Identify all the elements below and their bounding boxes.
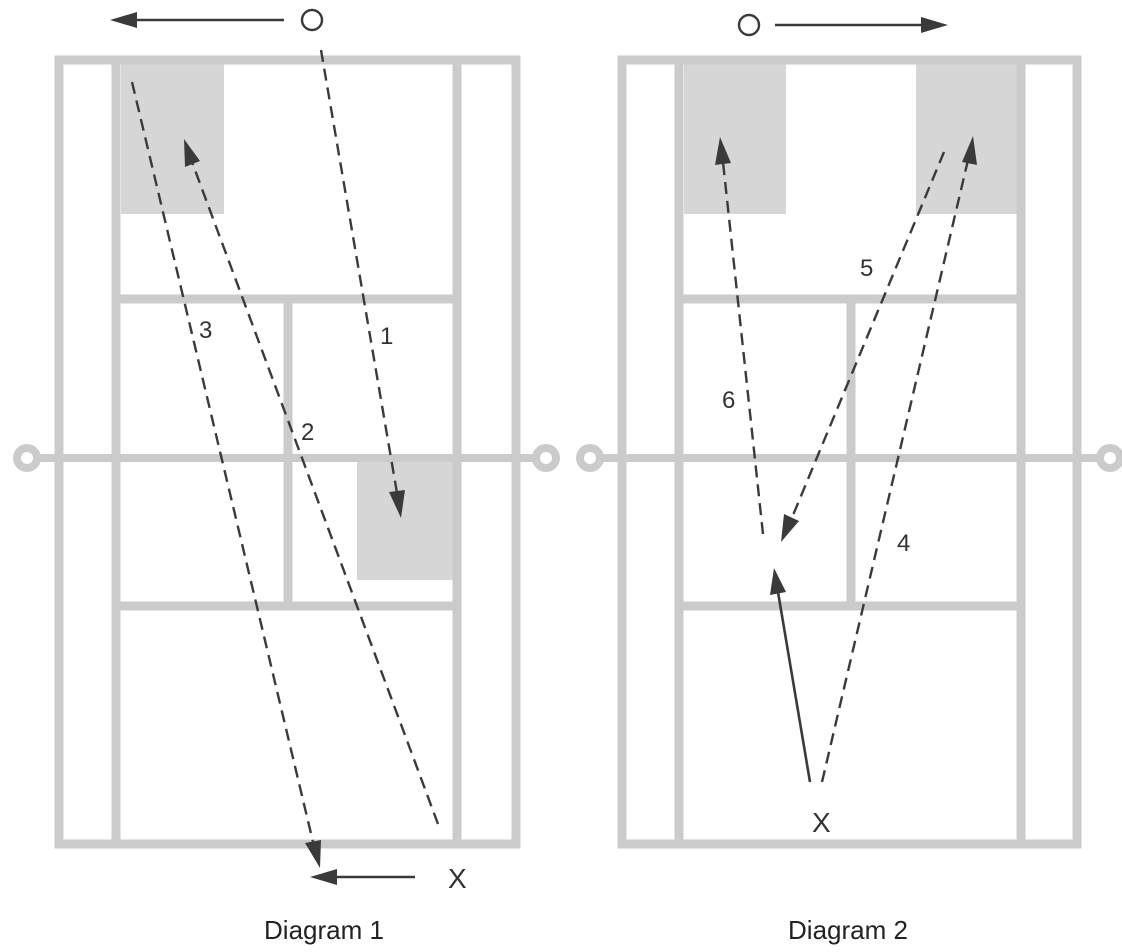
diagram-2-caption: Diagram 2 — [788, 915, 908, 945]
diagram-2-player-run-arrowhead — [770, 568, 786, 595]
diagram-1-player-movement — [310, 869, 415, 885]
diagram-2-net-post-right — [1096, 444, 1122, 472]
diagram-2-court-outline — [617, 55, 1082, 849]
diagram-1-opponent-movement — [110, 12, 284, 28]
diagram-2-shot-4 — [820, 136, 977, 783]
diagram-2-opponent-movement — [775, 17, 948, 33]
diagram-2-shot-5 — [781, 151, 946, 542]
diagram-2-shot-6-arrowhead — [715, 137, 731, 165]
diagram-2-shot-label-5: 5 — [860, 255, 873, 282]
diagram-2-player-run-path — [776, 591, 812, 783]
diagram-1-player-o-icon — [300, 8, 324, 32]
diagram-1-shot-3-path — [130, 81, 315, 843]
diagram-2-player-x: X — [812, 807, 831, 838]
diagram-2-court — [617, 55, 1082, 849]
diagram-1-shot-3 — [130, 81, 321, 868]
diagram-2-shot-4-arrowhead — [962, 136, 977, 165]
diagram-1-shot-1-arrowhead — [389, 490, 405, 518]
diagram-1-target-zone-top-left — [121, 62, 224, 214]
diagram-1-shot-1-path — [319, 49, 399, 494]
diagram-1-player-x: X — [448, 863, 467, 894]
diagram-1-shot-2 — [184, 139, 440, 825]
diagram-1-shot-2-arrowhead — [184, 139, 200, 167]
diagram-2-target-zone-top-left — [684, 62, 786, 214]
diagram-1-opponent-move-arrowhead — [110, 12, 137, 28]
diagram-2-shot-5-path — [789, 151, 946, 521]
diagram-1-shot-3-arrowhead — [305, 840, 321, 868]
diagram-2-shot-6 — [715, 137, 765, 535]
diagram-1-shot-1 — [319, 49, 405, 518]
diagram-2-shot-label-6: 6 — [722, 387, 735, 414]
diagram-2-net-post-left — [576, 444, 604, 472]
diagram-1-court — [54, 55, 521, 849]
diagram-2-shot-label-4: 4 — [897, 530, 910, 557]
diagram-2-player-run — [770, 568, 812, 783]
diagram-2-net — [576, 444, 1122, 472]
diagram-1-target-zone-service-box — [357, 461, 453, 580]
diagram-1-net-post-left — [13, 444, 41, 472]
diagram-1-net-post-right — [532, 444, 560, 472]
diagram-1-shot-label-3: 3 — [199, 317, 212, 344]
diagram-1: 1 2 3 X Diagram 1 — [13, 8, 560, 945]
diagram-2-opponent-move-arrowhead — [921, 17, 948, 33]
diagram-2-shot-6-path — [721, 161, 765, 535]
diagram-1-caption: Diagram 1 — [264, 915, 384, 945]
diagram-1-shot-label-2: 2 — [301, 419, 314, 446]
diagram-1-shot-label-1: 1 — [380, 323, 393, 350]
diagram-1-shot-2-path — [190, 161, 440, 825]
diagram-2-player-o-icon — [737, 13, 761, 37]
diagram-1-player-move-arrowhead — [310, 869, 337, 885]
diagram-2-shot-4-path — [820, 159, 970, 783]
diagram-2: 4 5 6 X Diagram 2 — [576, 13, 1122, 945]
diagram-1-court-outline — [54, 55, 521, 849]
diagram-1-net — [13, 444, 560, 472]
diagram-2-shot-5-arrowhead — [781, 514, 799, 542]
diagram-2-target-zone-top-right — [916, 62, 1020, 214]
